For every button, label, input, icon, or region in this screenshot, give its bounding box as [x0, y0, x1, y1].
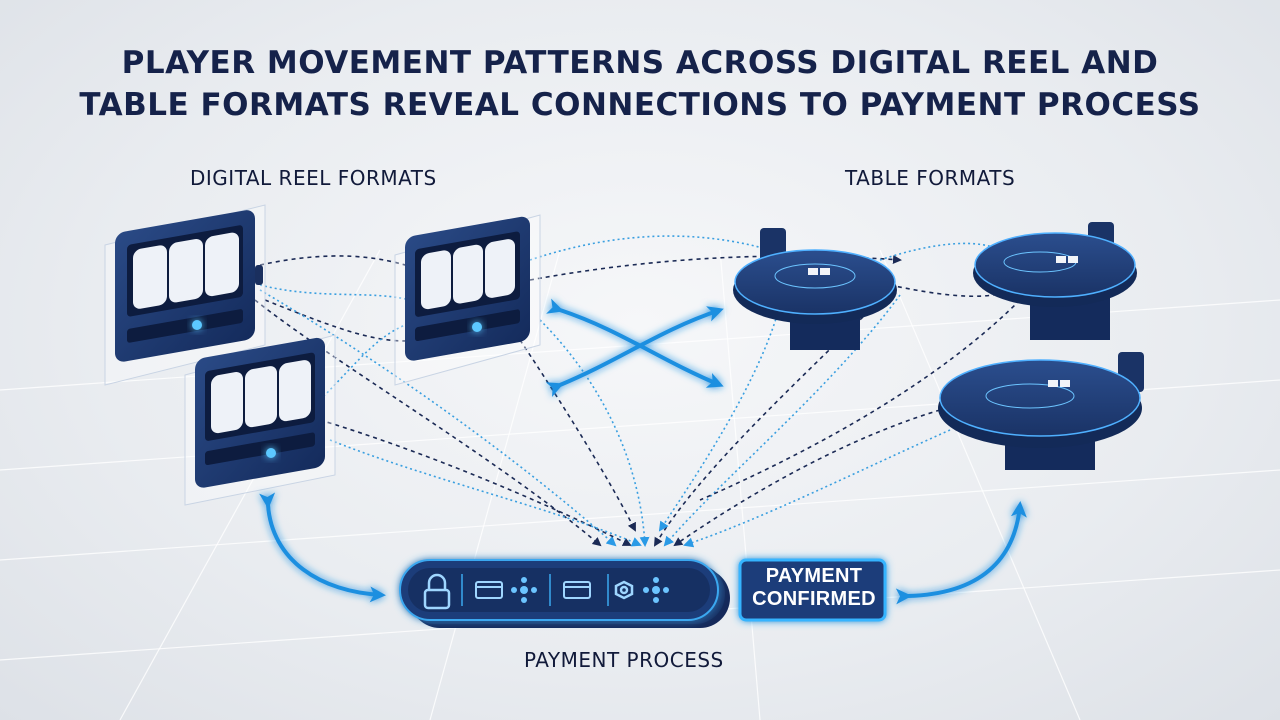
payment-confirmed-box — [738, 558, 887, 622]
side-arrows — [259, 492, 1027, 605]
movement-path — [683, 429, 951, 548]
right-payment-arrow — [895, 501, 1027, 605]
left-payment-arrow — [259, 492, 386, 603]
payment-confirmed-line-1: PAYMENT — [765, 565, 863, 587]
card-table-2 — [973, 222, 1137, 340]
card-table-1 — [733, 228, 897, 350]
card-table-3 — [938, 352, 1144, 470]
movement-path — [539, 319, 650, 547]
movement-path — [879, 242, 1001, 261]
movement-path — [319, 419, 632, 546]
page-title: PLAYER MOVEMENT PATTERNS ACROSS DIGITAL … — [0, 42, 1280, 126]
network-icon — [511, 577, 537, 603]
movement-path — [673, 409, 941, 547]
card-icon — [475, 581, 503, 599]
movement-path — [699, 299, 1021, 501]
movement-path — [529, 235, 772, 261]
payment-process-label: PAYMENT PROCESS — [524, 648, 724, 672]
slot-machine-1 — [104, 204, 266, 386]
movement-path — [519, 339, 636, 532]
card-icon-2 — [563, 581, 591, 599]
digital-reel-formats-label: DIGITAL REEL FORMATS — [190, 166, 437, 190]
payment-process-bar — [399, 559, 730, 628]
table-formats-label: TABLE FORMATS — [845, 166, 1016, 190]
slot-machine-3 — [184, 334, 336, 506]
payment-confirmed-text: PAYMENT CONFIRMED — [744, 565, 884, 611]
movement-path — [259, 284, 411, 301]
hex-icon — [614, 580, 634, 600]
movement-paths — [254, 235, 1021, 548]
slot-machine-2 — [394, 214, 541, 386]
lock-icon — [423, 573, 451, 610]
crossing-arrows — [545, 298, 724, 398]
cross-arrow-b — [545, 306, 724, 398]
payment-confirmed-line-2: CONFIRMED — [752, 588, 876, 610]
movement-path — [663, 294, 901, 547]
title-line-2: TABLE FORMATS REVEAL CONNECTIONS TO PAYM… — [79, 87, 1201, 123]
movement-path — [653, 299, 881, 547]
network-icon-2 — [643, 577, 669, 603]
title-line-1: PLAYER MOVEMENT PATTERNS ACROSS DIGITAL … — [121, 45, 1159, 81]
movement-path — [658, 304, 781, 532]
movement-path — [329, 439, 642, 547]
